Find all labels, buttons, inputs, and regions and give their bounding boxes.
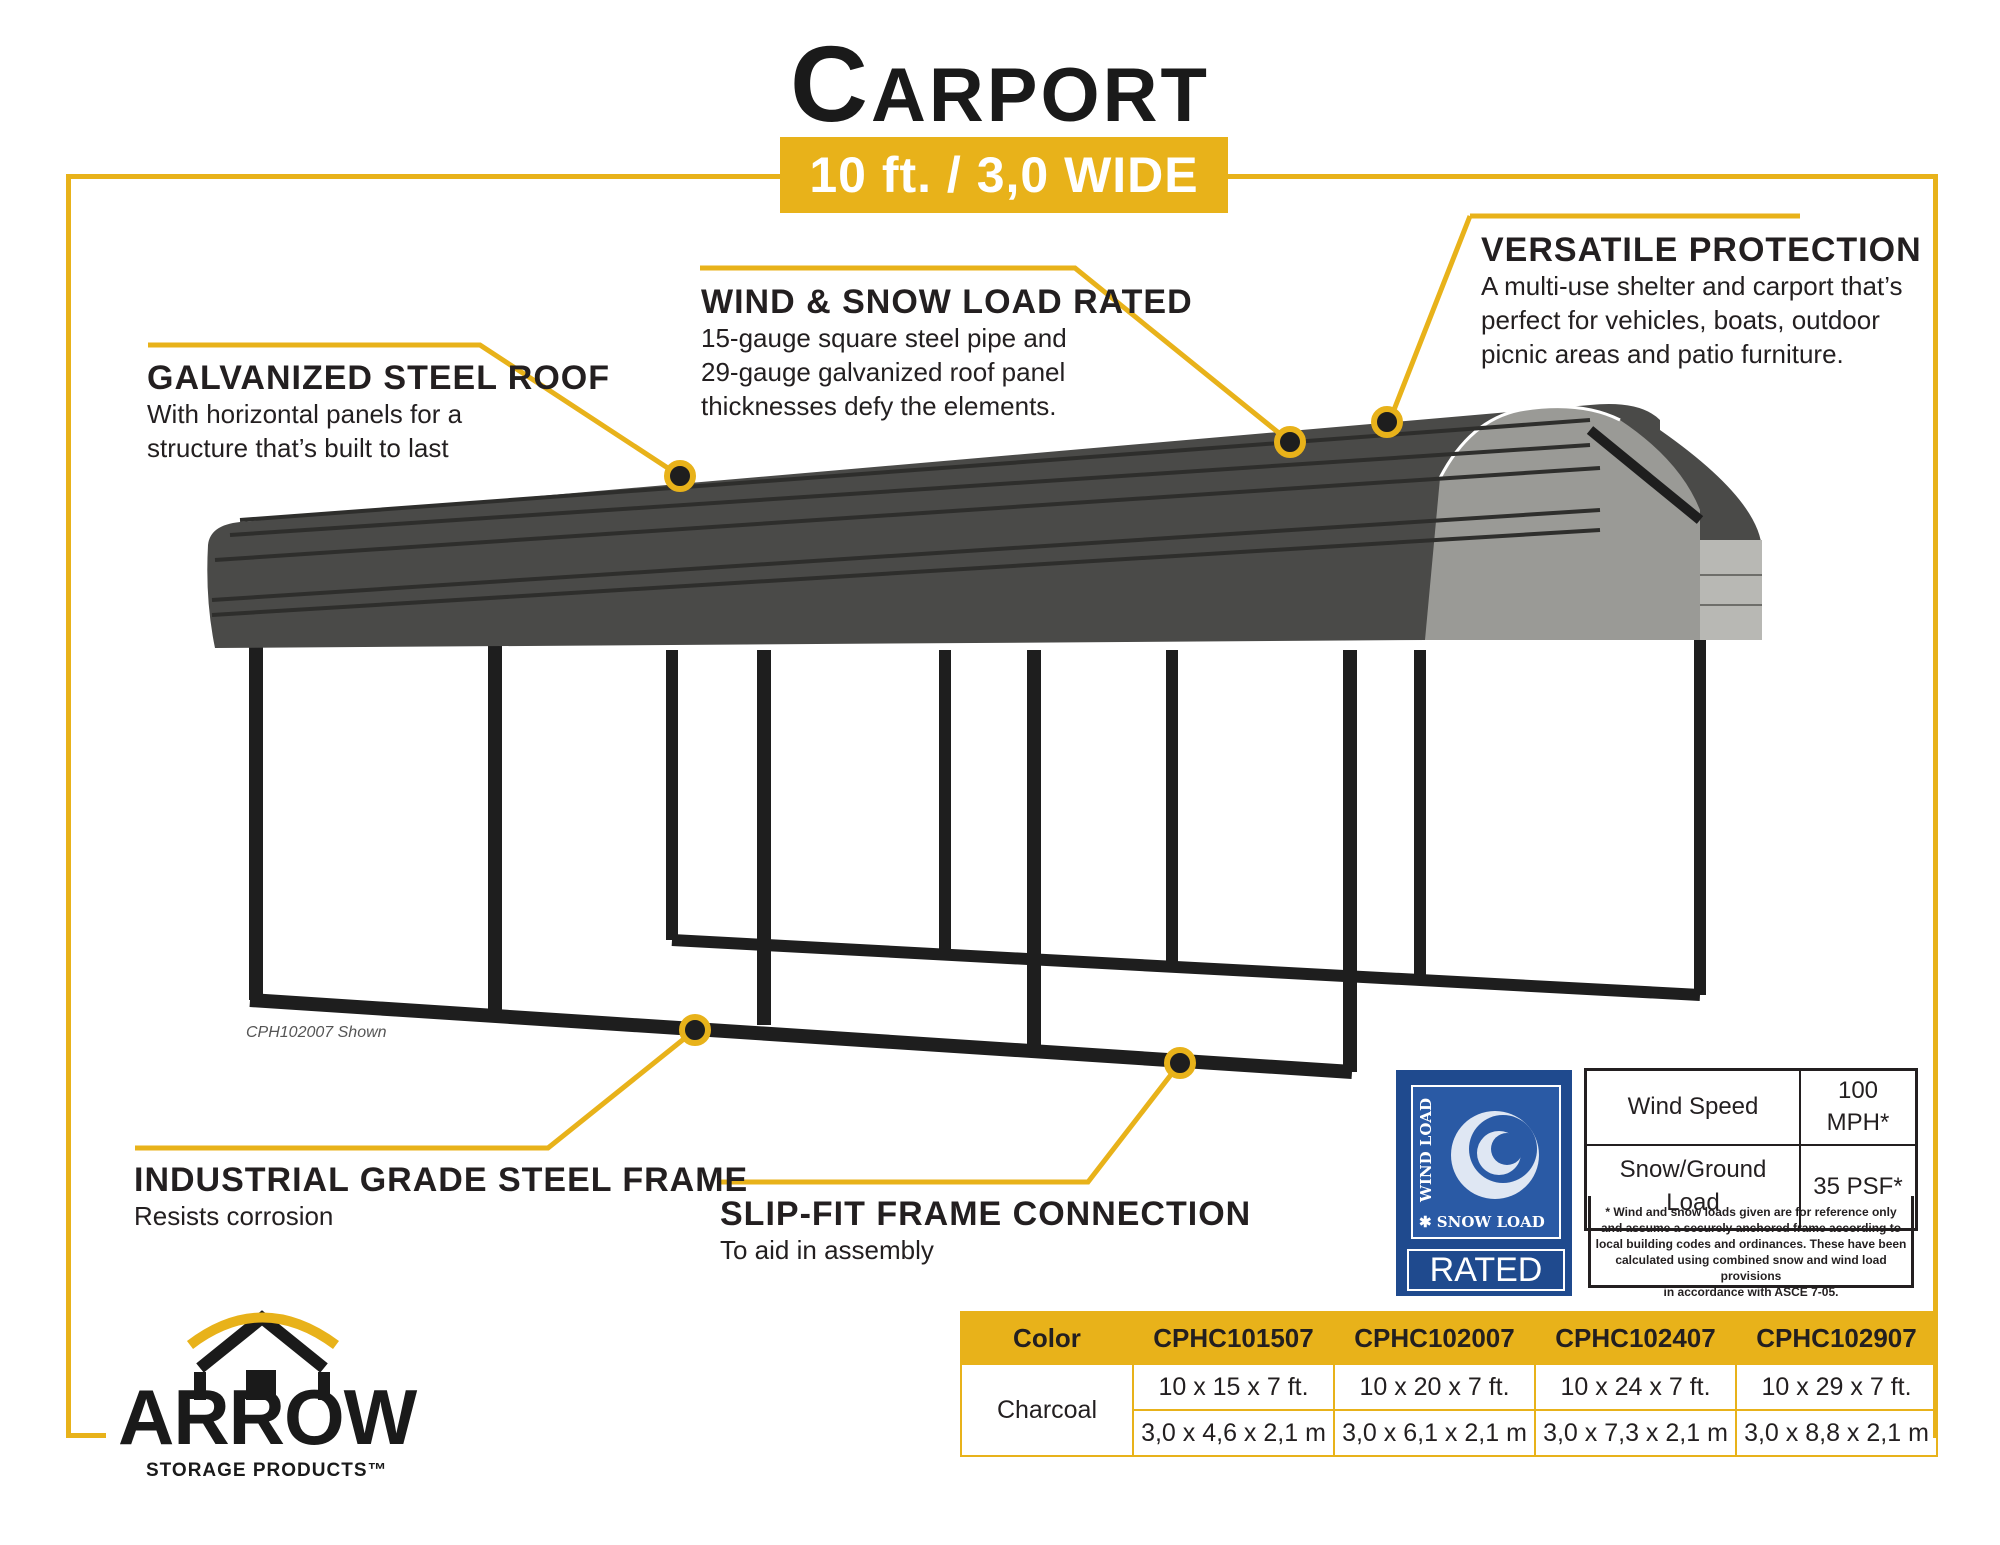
imperial-size: 10 x 24 x 7 ft.	[1534, 1363, 1737, 1411]
sku-header: CPHC102907	[1735, 1311, 1938, 1365]
feature-wind-snow-line: thicknesses defy the elements.	[701, 391, 1057, 422]
leader-lines	[135, 213, 1800, 1185]
feature-wind-snow: WIND & SNOW LOAD RATED 15-gauge square s…	[701, 283, 1193, 423]
spec-value: 35 PSF*	[1799, 1143, 1918, 1231]
feature-versatile-title: VERSATILE PROTECTION	[1481, 231, 1922, 269]
feature-roof-line: structure that’s built to last	[147, 433, 449, 464]
metric-size: 3,0 x 7,3 x 2,1 m	[1534, 1409, 1737, 1457]
table-row: Wind Speed 100 MPH*	[1584, 1068, 1918, 1146]
width-banner: 10 ft. / 3,0 WIDE	[780, 137, 1228, 213]
spec-value: 100 MPH*	[1799, 1068, 1918, 1146]
frame-top-left	[66, 174, 780, 179]
imperial-size: 10 x 20 x 7 ft.	[1333, 1363, 1536, 1411]
wind-snow-rated-badge: WIND LOAD ✱ SNOW LOAD RATED	[1396, 1070, 1572, 1296]
feature-frame-line: Resists corrosion	[134, 1201, 334, 1232]
feature-wind-snow-line: 15-gauge square steel pipe and	[701, 323, 1067, 354]
imperial-size: 10 x 15 x 7 ft.	[1132, 1363, 1335, 1411]
table-header-row: Color CPHC101507 CPHC102007 CPHC102407 C…	[960, 1311, 1938, 1365]
load-spec-table: Wind Speed 100 MPH* Snow/Ground Load 35 …	[1584, 1068, 1918, 1231]
table-row: 3,0 x 4,6 x 2,1 m 3,0 x 6,1 x 2,1 m 3,0 …	[961, 1409, 1938, 1457]
logo-mark	[186, 1310, 339, 1400]
badge-rated-label: RATED	[1407, 1249, 1565, 1291]
badge-emblem	[1411, 1085, 1561, 1239]
feature-slip-fit-line: To aid in assembly	[720, 1235, 934, 1266]
badge-snow-text: SNOW LOAD	[1436, 1213, 1545, 1231]
frame-right	[1933, 174, 1938, 1438]
spec-label: Wind Speed	[1584, 1068, 1801, 1146]
feature-versatile-line: picnic areas and patio furniture.	[1481, 339, 1844, 370]
disclaimer-line: in accordance with ASCE 7-05.	[1663, 1285, 1839, 1299]
snowflake-icon: ✱	[1419, 1213, 1437, 1231]
feature-roof-title: GALVANIZED STEEL ROOF	[147, 359, 611, 397]
frame-top-right	[1228, 174, 1938, 179]
load-disclaimer: * Wind and snow loads given are for refe…	[1588, 1196, 1914, 1299]
disclaimer-line: and assume a securely anchored frame acc…	[1600, 1221, 1902, 1235]
frame-left	[66, 174, 71, 1438]
feature-slip-fit: SLIP-FIT FRAME CONNECTION To aid in asse…	[720, 1195, 1252, 1267]
feature-slip-fit-title: SLIP-FIT FRAME CONNECTION	[720, 1195, 1252, 1233]
badge-wind-label: WIND LOAD	[1417, 1097, 1435, 1203]
frame-bottom-left	[66, 1433, 106, 1438]
feature-roof-line: With horizontal panels for a	[147, 399, 463, 430]
table-row: Charcoal 10 x 15 x 7 ft. 10 x 20 x 7 ft.…	[960, 1363, 1938, 1457]
spec-label: Snow/Ground Load	[1584, 1143, 1801, 1231]
model-size-table: Color CPHC101507 CPHC102007 CPHC102407 C…	[960, 1311, 1938, 1457]
front-frame	[249, 640, 1357, 1079]
feature-frame-title: INDUSTRIAL GRADE STEEL FRAME	[134, 1161, 749, 1199]
feature-versatile-line: A multi-use shelter and carport that’s	[1481, 271, 1903, 302]
arrow-logo: ARROW	[118, 1373, 417, 1461]
disclaimer-line: calculated using combined snow and wind …	[1615, 1253, 1887, 1283]
swirl-icon	[1451, 1111, 1539, 1199]
sku-header: CPHC102407	[1534, 1311, 1737, 1365]
feature-frame: INDUSTRIAL GRADE STEEL FRAME Resists cor…	[134, 1161, 749, 1233]
feature-wind-snow-title: WIND & SNOW LOAD RATED	[701, 283, 1193, 321]
metric-size: 3,0 x 4,6 x 2,1 m	[1132, 1409, 1335, 1457]
disclaimer-line: local building codes and ordinances. The…	[1595, 1237, 1907, 1251]
imperial-size: 10 x 29 x 7 ft.	[1735, 1363, 1938, 1411]
image-caption: CPH102007 Shown	[246, 1024, 387, 1041]
table-row: Snow/Ground Load 35 PSF*	[1584, 1143, 1918, 1231]
leader-dots	[664, 406, 1403, 1079]
logo-tagline: STORAGE PRODUCTS™	[146, 1460, 388, 1481]
feature-roof: GALVANIZED STEEL ROOF With horizontal pa…	[147, 359, 611, 465]
metric-size: 3,0 x 6,1 x 2,1 m	[1333, 1409, 1536, 1457]
metric-size: 3,0 x 8,8 x 2,1 m	[1735, 1409, 1938, 1457]
page-title: Carport	[790, 23, 1210, 144]
roof	[207, 404, 1762, 648]
badge-snow-label: ✱ SNOW LOAD	[1419, 1213, 1545, 1231]
feature-wind-snow-line: 29-gauge galvanized roof panel	[701, 357, 1066, 388]
disclaimer-line: * Wind and snow loads given are for refe…	[1605, 1205, 1897, 1219]
sku-header: CPHC102007	[1333, 1311, 1536, 1365]
back-frame	[666, 620, 1706, 1001]
color-value: Charcoal	[960, 1363, 1134, 1457]
feature-versatile: VERSATILE PROTECTION A multi-use shelter…	[1481, 231, 1922, 371]
color-header: Color	[960, 1311, 1134, 1365]
feature-versatile-line: perfect for vehicles, boats, outdoor	[1481, 305, 1880, 336]
sku-header: CPHC101507	[1132, 1311, 1335, 1365]
